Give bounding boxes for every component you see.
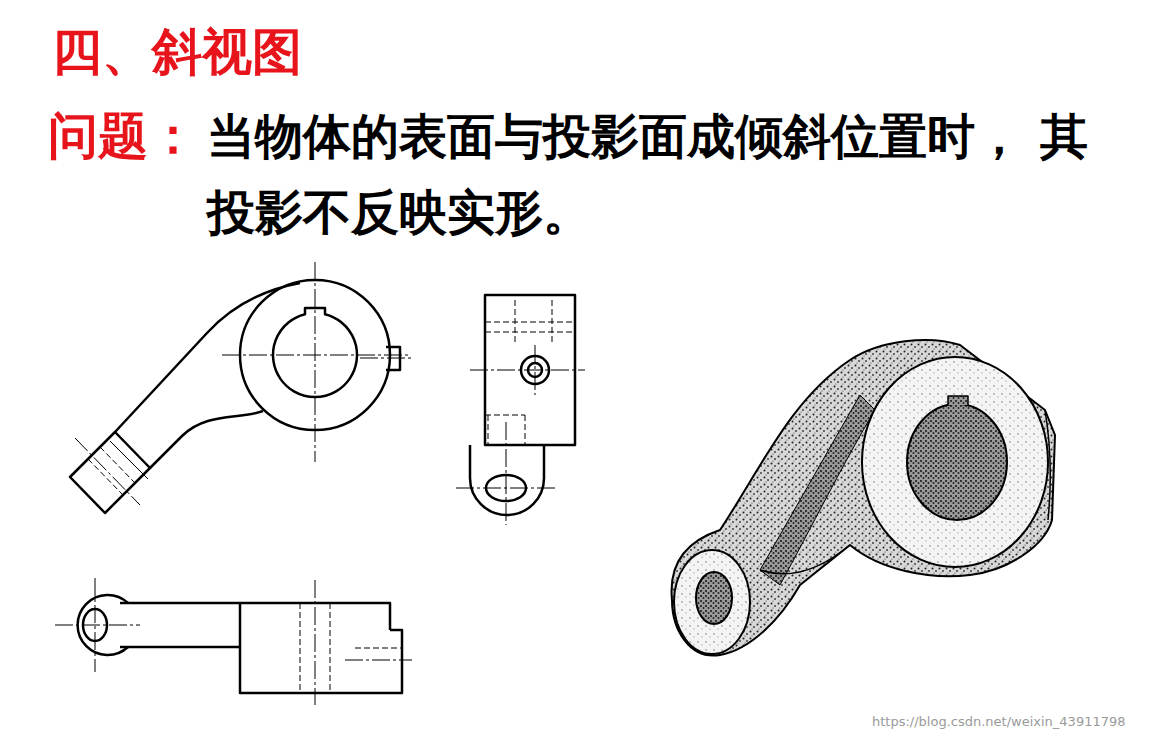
part-picture-line (948, 396, 968, 405)
side-view-line-line (488, 415, 489, 445)
plan-view-line-line (345, 660, 412, 661)
part-picture (672, 340, 1055, 656)
side-view-line-line (552, 300, 553, 345)
front-view-line-line (315, 262, 316, 462)
plan-view-line-line (330, 603, 331, 693)
plan-view (55, 578, 412, 705)
side-view-line-line (456, 488, 556, 489)
part-picture-line (907, 404, 1007, 520)
part-picture-line (760, 545, 850, 574)
side-view-line-line (470, 370, 585, 371)
body-text: 当物体的表面与投影面成倾斜位置时， 其投影不反映实形。 (207, 98, 1097, 250)
front-view-line (150, 411, 263, 468)
plan-view-line-line (55, 625, 140, 626)
side-view-line-line (515, 300, 516, 345)
plan-view-line-line (300, 603, 301, 693)
plan-view-line-line (315, 580, 316, 705)
part-picture-line (672, 340, 1055, 656)
front-view-line-line (360, 358, 412, 359)
side-view-line-line (535, 345, 536, 395)
front-view-line-line (100, 447, 135, 483)
part-picture-line (862, 357, 1048, 567)
plan-view-line (55, 578, 412, 705)
part-picture-line (696, 572, 732, 624)
side-view-line-line (485, 322, 575, 323)
callout-label: 问题： (48, 98, 208, 174)
front-view (70, 262, 412, 513)
front-view-line (70, 432, 150, 513)
watermark: https://blog.csdn.net/weixin_43911798 (872, 713, 1162, 731)
part-picture-line (760, 395, 875, 585)
side-view-line (456, 345, 585, 525)
part-picture-line (1045, 410, 1050, 520)
side-view-line (470, 445, 544, 515)
section-title: 四、斜视图 (52, 20, 452, 84)
front-view-line (115, 283, 300, 432)
plan-view-line (120, 603, 390, 630)
part-picture-line (674, 550, 750, 654)
side-view-line (485, 300, 575, 445)
front-view-line (75, 262, 412, 505)
plan-view-line (120, 646, 240, 649)
plan-view-line (240, 603, 402, 693)
front-view-line-line (75, 438, 140, 505)
side-view (456, 295, 585, 525)
side-view-line-line (525, 415, 526, 445)
front-view-line (88, 441, 148, 495)
front-view-line-line (110, 441, 148, 479)
side-view-line-line (485, 332, 575, 333)
side-view-line-line (506, 422, 507, 525)
side-view-line-line (485, 415, 525, 416)
plan-view-line-line (355, 648, 402, 649)
front-view-line-line (88, 459, 123, 495)
front-view-line-line (222, 355, 410, 356)
